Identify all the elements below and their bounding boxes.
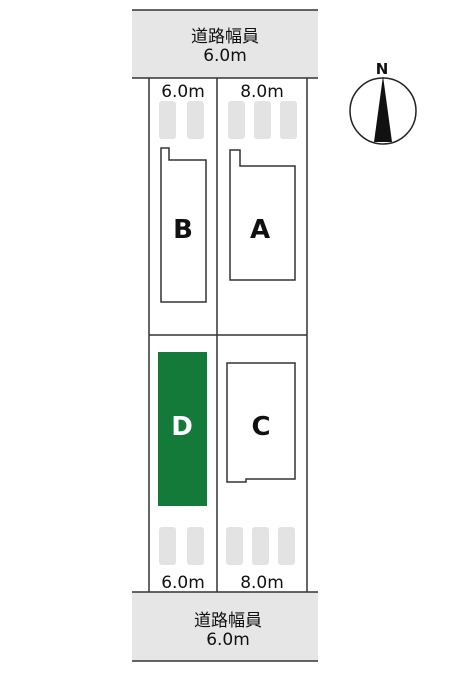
lot-c-label: C [251, 412, 270, 442]
road-bottom: 道路幅員 6.0m [132, 591, 318, 662]
road-top-width: 6.0m [203, 46, 247, 66]
parking-space [159, 527, 176, 565]
parking-bottom [159, 527, 295, 565]
parking-space [280, 101, 297, 139]
frontage-top-left: 6.0m [161, 82, 205, 102]
lot-a-label: A [250, 215, 270, 245]
compass-north-label: N [376, 60, 389, 78]
north-arrow-icon [374, 76, 392, 142]
building-b-footprint [160, 147, 207, 303]
frontage-top-right: 8.0m [240, 82, 284, 102]
parking-space [228, 101, 245, 139]
building-a-footprint [229, 149, 296, 281]
north-compass: N [349, 60, 417, 145]
road-bottom-surface [132, 592, 318, 661]
road-top-surface [132, 10, 318, 78]
lot-b-label: B [173, 215, 193, 245]
road-bottom-width: 6.0m [206, 630, 250, 650]
building-c-footprint [226, 362, 296, 483]
parking-space [254, 101, 271, 139]
lot-d-label: D [171, 412, 193, 442]
building-c: C [226, 362, 296, 483]
lot-boundaries [148, 78, 308, 592]
parking-space [278, 527, 295, 565]
parking-top [159, 101, 297, 139]
building-b: B [160, 147, 207, 303]
road-bottom-label: 道路幅員 [194, 611, 262, 631]
road-top: 道路幅員 6.0m [132, 9, 318, 79]
building-a: A [229, 149, 296, 281]
parking-space [187, 101, 204, 139]
parking-space [226, 527, 243, 565]
frontage-bottom-right: 8.0m [240, 573, 284, 593]
frontage-bottom-left: 6.0m [161, 573, 205, 593]
building-d: D [158, 352, 207, 506]
building-d-footprint [158, 352, 207, 506]
parking-space [187, 527, 204, 565]
parking-space [252, 527, 269, 565]
parking-space [159, 101, 176, 139]
road-top-label: 道路幅員 [191, 27, 259, 47]
